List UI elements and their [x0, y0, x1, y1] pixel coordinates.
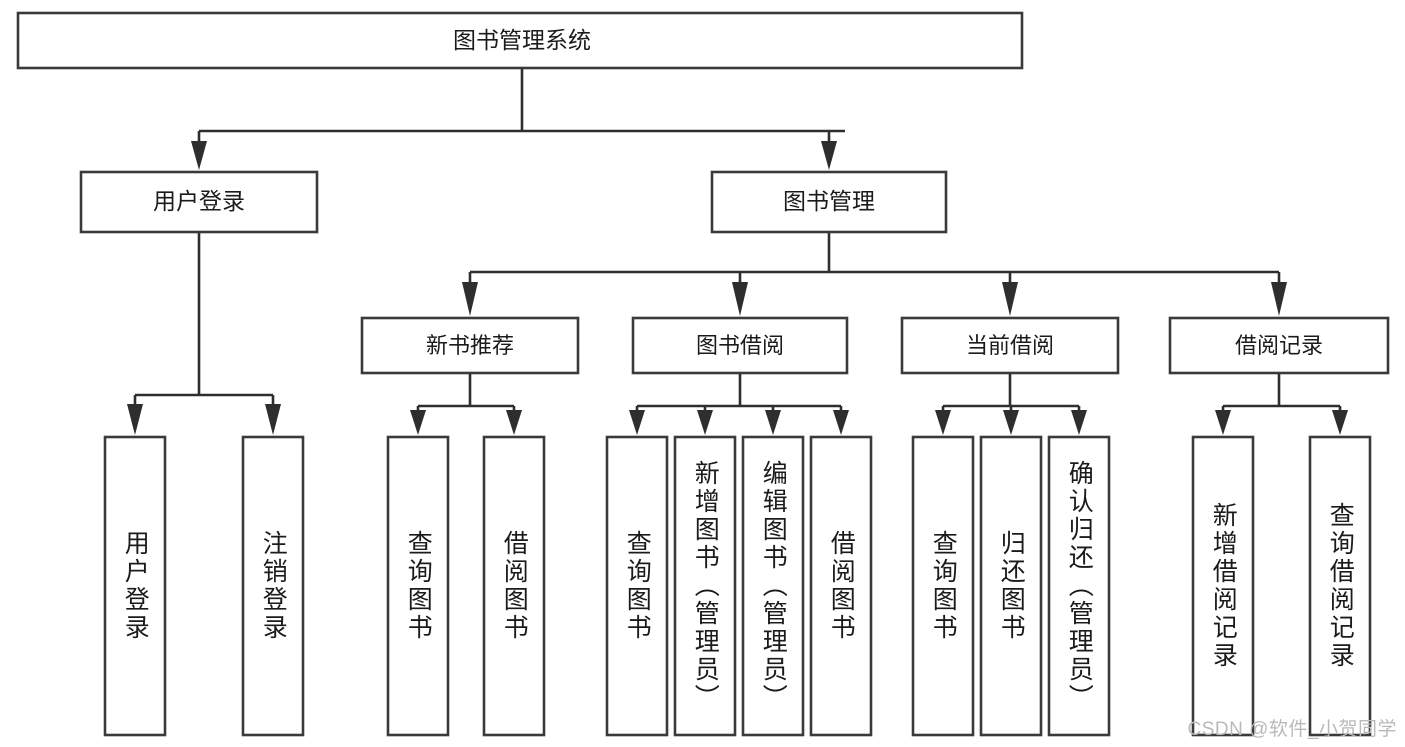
connector-group-book-borrow: [629, 373, 849, 435]
node-book-management-label: 图书管理: [783, 188, 875, 214]
leaf-node-box-3[interactable]: [386, 435, 450, 737]
node-borrow-record-box[interactable]: [1168, 316, 1390, 375]
node-book-borrow-label: 图书借阅: [696, 333, 784, 358]
arrow-head-leaf-9: [935, 410, 951, 435]
leaf-node-box-2[interactable]: [241, 435, 305, 737]
leaf-box-group: [103, 435, 1372, 737]
node-current-borrow[interactable]: 当前借阅: [900, 316, 1120, 375]
watermark-text: CSDN @软件_小贺同学: [1187, 719, 1397, 740]
connector-group-book-mgmt: [462, 232, 1287, 316]
node-root-box[interactable]: [16, 11, 1024, 70]
leaf-node-box-9[interactable]: [911, 435, 975, 737]
arrow-head-leaf-10: [1003, 410, 1019, 435]
node-book-borrow-box[interactable]: [631, 316, 849, 375]
node-book-borrow[interactable]: 图书借阅: [631, 316, 849, 375]
node-root-label: 图书管理系统: [453, 27, 591, 53]
node-root[interactable]: 图书管理系统: [16, 11, 1024, 70]
arrow-head-leaf-3: [410, 410, 426, 435]
arrow-head-book-mgmt: [821, 141, 837, 170]
arrow-head-leaf-1: [127, 404, 143, 435]
node-user-login[interactable]: 用户登录: [79, 170, 319, 234]
node-book-management-box[interactable]: [710, 170, 948, 234]
arrow-head-new-book-rec: [462, 282, 478, 316]
arrow-head-borrow-record: [1271, 282, 1287, 316]
arrow-head-leaf-7: [765, 410, 781, 435]
node-borrow-record[interactable]: 借阅记录: [1168, 316, 1390, 375]
leaf-node-box-11[interactable]: [1047, 435, 1111, 737]
leaf-node-box-12[interactable]: [1191, 435, 1255, 737]
arrow-head-user-login: [191, 141, 207, 170]
arrow-head-leaf-11: [1071, 410, 1087, 435]
arrow-head-leaf-12: [1215, 410, 1231, 435]
node-borrow-record-label: 借阅记录: [1235, 333, 1323, 358]
connector-group-borrow-record: [1215, 373, 1348, 435]
leaf-node-box-10[interactable]: [979, 435, 1043, 737]
leaf-node-box-13[interactable]: [1308, 435, 1372, 737]
node-current-borrow-box[interactable]: [900, 316, 1120, 375]
arrow-head-book-borrow: [732, 282, 748, 316]
leaf-node-box-1[interactable]: [103, 435, 167, 737]
leaf-node-box-6[interactable]: [673, 435, 737, 737]
node-new-book-recommend-box[interactable]: [360, 316, 580, 375]
leaf-node-box-5[interactable]: [605, 435, 669, 737]
arrow-head-leaf-5: [629, 410, 645, 435]
connector-group-user-login: [127, 232, 281, 435]
arrow-head-leaf-2: [265, 404, 281, 435]
arrow-head-leaf-4: [506, 410, 522, 435]
arrow-head-leaf-8: [833, 410, 849, 435]
arrow-head-leaf-13: [1332, 410, 1348, 435]
node-current-borrow-label: 当前借阅: [966, 333, 1054, 358]
leaf-node-box-7[interactable]: [741, 435, 805, 737]
arrow-head-current-borrow: [1002, 282, 1018, 316]
leaf-node-box-8[interactable]: [809, 435, 873, 737]
connector-group-current-borrow: [935, 373, 1087, 435]
node-new-book-recommend[interactable]: 新书推荐: [360, 316, 580, 375]
arrow-head-leaf-6: [697, 410, 713, 435]
node-user-login-box[interactable]: [79, 170, 319, 234]
node-user-login-label: 用户登录: [153, 188, 245, 214]
leaf-node-box-4[interactable]: [482, 435, 546, 737]
node-book-management[interactable]: 图书管理: [710, 170, 948, 234]
connector-group-new-book-rec: [410, 373, 522, 435]
connector-group-root: [191, 68, 845, 170]
node-new-book-recommend-label: 新书推荐: [426, 333, 514, 358]
